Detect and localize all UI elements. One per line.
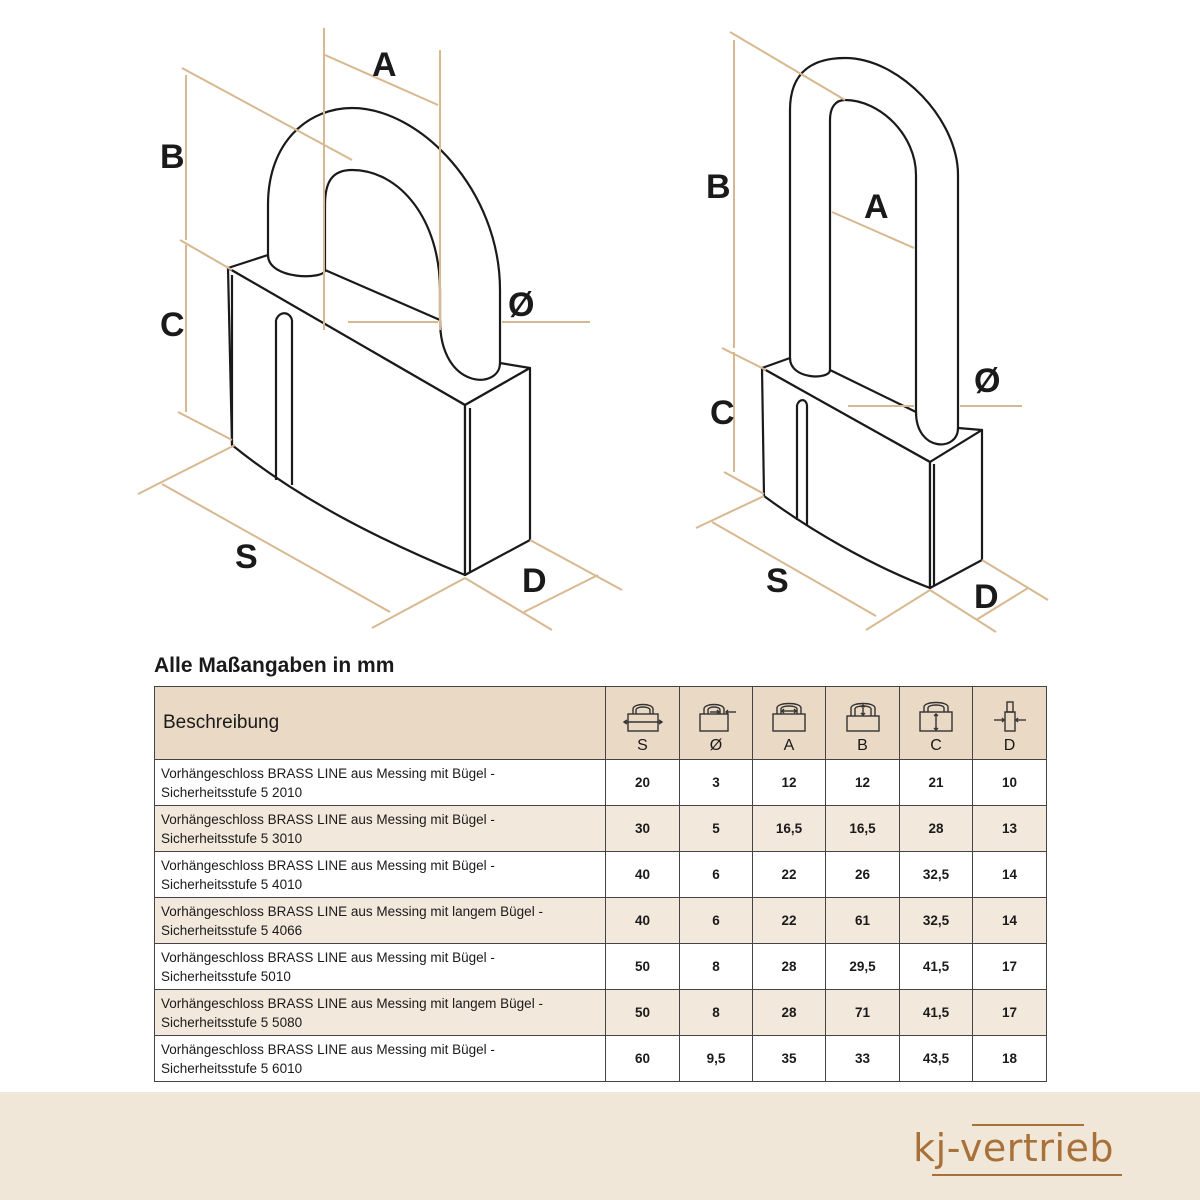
cell-a: 16,5: [752, 805, 826, 852]
table-row: Vorhängeschloss BRASS LINE aus Messing m…: [154, 943, 1047, 990]
dim-label-b-right: B: [706, 168, 731, 206]
body-height-icon: [919, 701, 953, 732]
cell-c: 21: [899, 759, 973, 806]
table-row: Vorhängeschloss BRASS LINE aus Messing m…: [154, 759, 1047, 806]
cell-s: 60: [605, 1035, 680, 1082]
body-depth-icon: [993, 701, 1026, 732]
table-row: Vorhängeschloss BRASS LINE aus Messing m…: [154, 1035, 1047, 1082]
header-d: D: [972, 686, 1047, 760]
cell-d: 14: [972, 897, 1047, 944]
row-description: Vorhängeschloss BRASS LINE aus Messing m…: [154, 989, 606, 1036]
cell-d: 13: [972, 805, 1047, 852]
cell-s: 40: [605, 897, 680, 944]
dim-label-a-right: A: [864, 188, 889, 226]
cell-a: 22: [752, 897, 826, 944]
shackle-width-icon: [622, 703, 663, 732]
padlock-dimension-drawing: A B C Ø S D B A Ø C S D: [137, 28, 1049, 633]
header-description: Beschreibung: [154, 686, 606, 760]
cell-b: 12: [825, 759, 900, 806]
table-row: Vorhängeschloss BRASS LINE aus Messing m…: [154, 851, 1047, 898]
dim-label-c-left: C: [160, 306, 185, 344]
row-description: Vorhängeschloss BRASS LINE aus Messing m…: [154, 851, 606, 898]
table-row: Vorhängeschloss BRASS LINE aus Messing m…: [154, 897, 1047, 944]
cell-d: 14: [972, 851, 1047, 898]
dimension-table: Beschreibung S: [154, 686, 1047, 1082]
cell-diameter: 8: [679, 943, 753, 990]
cell-diameter: 3: [679, 759, 753, 806]
header-c: C: [899, 686, 973, 760]
row-description: Vorhängeschloss BRASS LINE aus Messing m…: [154, 943, 606, 990]
cell-s: 50: [605, 943, 680, 990]
cell-b: 29,5: [825, 943, 900, 990]
cell-d: 17: [972, 989, 1047, 1036]
row-description: Vorhängeschloss BRASS LINE aus Messing m…: [154, 759, 606, 806]
header-s: S: [605, 686, 680, 760]
dim-label-d-right: D: [974, 578, 999, 616]
dim-label-s-right: S: [766, 562, 789, 600]
cell-s: 20: [605, 759, 680, 806]
cell-c: 32,5: [899, 851, 973, 898]
cell-d: 17: [972, 943, 1047, 990]
cell-a: 22: [752, 851, 826, 898]
cell-a: 28: [752, 989, 826, 1036]
cell-b: 61: [825, 897, 900, 944]
cell-b: 33: [825, 1035, 900, 1082]
cell-a: 35: [752, 1035, 826, 1082]
cell-c: 41,5: [899, 989, 973, 1036]
table-header-row: Beschreibung S: [154, 686, 1047, 760]
shackle-inner-width-icon: [772, 702, 806, 732]
padlock-long-shackle: [760, 56, 984, 590]
dim-label-diameter-right: Ø: [974, 362, 1000, 400]
header-b: B: [825, 686, 900, 760]
cell-c: 32,5: [899, 897, 973, 944]
padlock-short-shackle: [226, 106, 532, 577]
dimension-lines-left: [137, 28, 623, 631]
header-a: A: [752, 686, 826, 760]
units-note: Alle Maßangaben in mm: [154, 654, 395, 677]
dim-label-b-left: B: [160, 138, 185, 176]
brand-rule-bottom: [932, 1174, 1122, 1176]
table-row: Vorhängeschloss BRASS LINE aus Messing m…: [154, 989, 1047, 1036]
cell-c: 28: [899, 805, 973, 852]
cell-diameter: 6: [679, 851, 753, 898]
dimension-lines-right: [695, 31, 1049, 633]
cell-s: 40: [605, 851, 680, 898]
cell-diameter: 8: [679, 989, 753, 1036]
dim-label-d-left: D: [522, 562, 547, 600]
dim-label-c-right: C: [710, 394, 735, 432]
shackle-height-icon: [845, 702, 880, 732]
shackle-diameter-icon: [699, 703, 736, 732]
cell-diameter: 6: [679, 897, 753, 944]
cell-s: 30: [605, 805, 680, 852]
row-description: Vorhängeschloss BRASS LINE aus Messing m…: [154, 897, 606, 944]
cell-a: 12: [752, 759, 826, 806]
footer-band: [0, 1092, 1200, 1200]
cell-s: 50: [605, 989, 680, 1036]
cell-c: 41,5: [899, 943, 973, 990]
brand-logo-text: kj-vertrieb: [913, 1126, 1114, 1170]
cell-b: 71: [825, 989, 900, 1036]
header-diameter: Ø: [679, 686, 753, 760]
dim-label-a-left: A: [372, 46, 397, 84]
cell-a: 28: [752, 943, 826, 990]
cell-d: 18: [972, 1035, 1047, 1082]
brand-rule-top: [972, 1124, 1084, 1126]
table-row: Vorhängeschloss BRASS LINE aus Messing m…: [154, 805, 1047, 852]
cell-c: 43,5: [899, 1035, 973, 1082]
dim-label-diameter-left: Ø: [508, 286, 534, 324]
cell-b: 16,5: [825, 805, 900, 852]
dim-label-s-left: S: [235, 538, 258, 576]
row-description: Vorhängeschloss BRASS LINE aus Messing m…: [154, 1035, 606, 1082]
row-description: Vorhängeschloss BRASS LINE aus Messing m…: [154, 805, 606, 852]
cell-d: 10: [972, 759, 1047, 806]
cell-b: 26: [825, 851, 900, 898]
cell-diameter: 5: [679, 805, 753, 852]
cell-diameter: 9,5: [679, 1035, 753, 1082]
